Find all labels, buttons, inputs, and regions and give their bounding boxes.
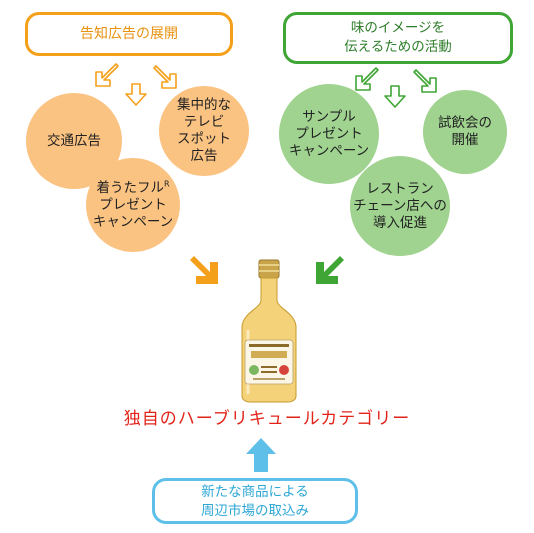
outline-arrow-down-left-icon [355, 67, 379, 91]
outline-arrow-down-left-icon [95, 63, 119, 87]
solid-arrow-up-icon [246, 438, 276, 472]
tv-spot-ad-circle: 集中的な テレビ スポット 広告 [159, 86, 249, 176]
sample-campaign-circle: サンプル プレゼント キャンペーン [279, 84, 379, 184]
registered-mark: R [163, 179, 170, 188]
transit-ad-label: 交通広告 [47, 132, 101, 149]
solid-arrow-down-left-icon [316, 256, 344, 284]
tasting-event-label: 試飲会の 開催 [438, 115, 492, 148]
ringtone-campaign-line1: 着うたフル [96, 179, 164, 196]
market-capture-box: 新たな商品による 周辺市場の取込み [152, 478, 358, 524]
ringtone-campaign-text: 着うたフルR プレゼント キャンペーン [93, 180, 173, 231]
outline-arrow-down-icon [384, 85, 406, 108]
ringtone-campaign-rest: プレゼント キャンペーン [92, 196, 174, 230]
tasting-event-circle: 試飲会の 開催 [423, 90, 507, 174]
outline-arrow-down-icon [125, 83, 147, 106]
restaurant-chain-circle: レストラン チェーン店への 導入促進 [350, 156, 450, 256]
sample-campaign-label: サンプル プレゼント キャンペーン [288, 108, 370, 159]
restaurant-chain-label: レストラン チェーン店への 導入促進 [353, 180, 447, 231]
solid-arrow-down-right-icon [190, 256, 218, 284]
tv-spot-ad-label: 集中的な テレビ スポット 広告 [177, 97, 231, 164]
herbal-liqueur-category-label: 独自のハーブリキュールカテゴリー [123, 409, 411, 429]
transit-ad-circle: 交通広告 [26, 93, 122, 189]
taste-image-activities-box: 味のイメージを 伝えるための活動 [283, 12, 513, 64]
outline-arrow-down-right-icon [413, 69, 437, 93]
liqueur-bottle-image [241, 259, 297, 403]
promo-activities-box: 告知広告の展開 [25, 12, 233, 56]
ringtone-campaign-circle: 着うたフルR プレゼント キャンペーン [86, 158, 180, 252]
outline-arrow-down-right-icon [153, 65, 177, 89]
